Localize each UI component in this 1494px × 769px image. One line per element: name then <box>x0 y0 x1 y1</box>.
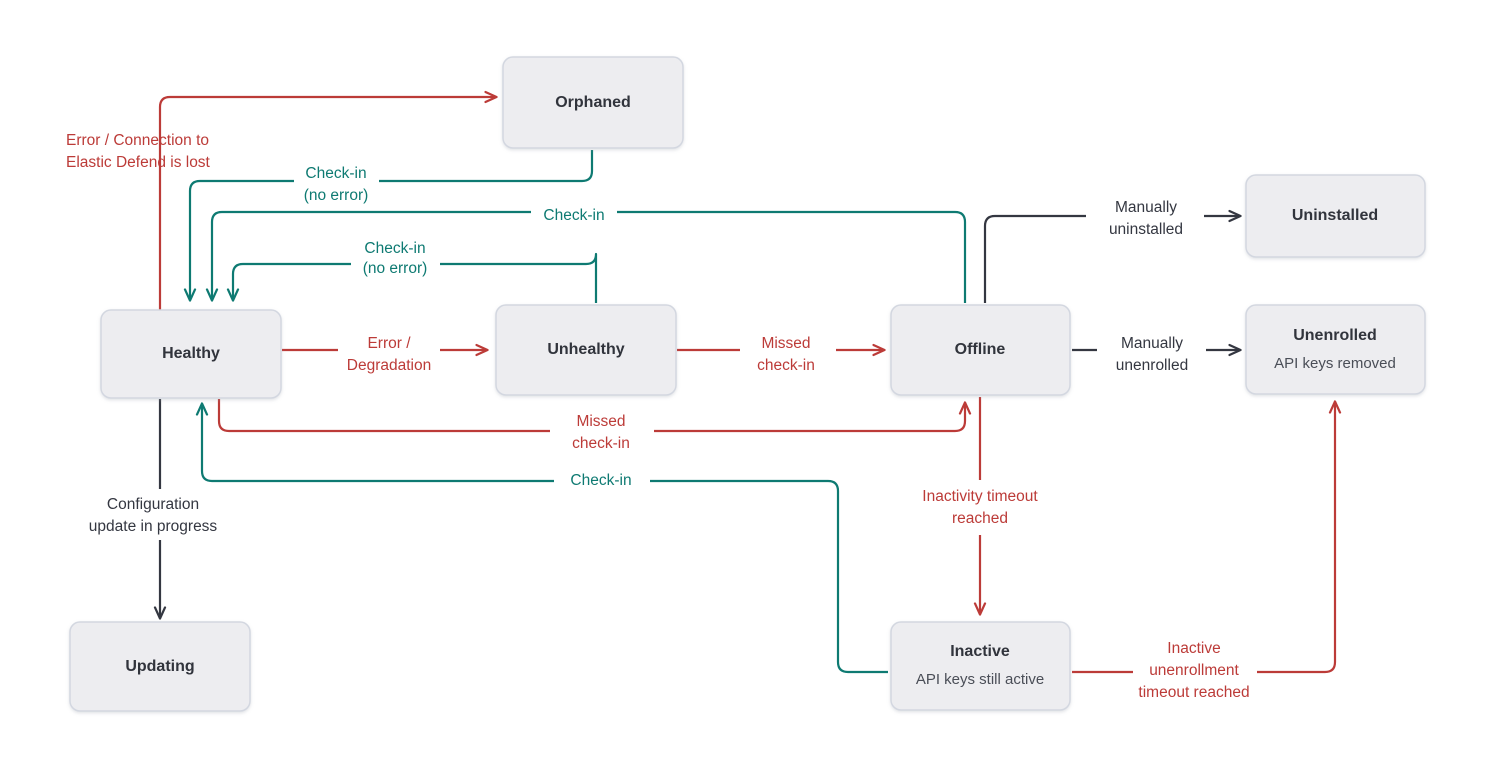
node-updating[interactable]: Updating <box>69 621 251 712</box>
edge-label-inactive-to-unenrolled-line3: timeout reached <box>1138 684 1249 701</box>
node-orphaned[interactable]: Orphaned <box>502 56 684 149</box>
edge-label-unhealthy-to-offline-line2: check-in <box>757 357 815 374</box>
node-unenrolled-subtitle: API keys removed <box>1274 355 1396 372</box>
edge-label-healthy-to-updating-line1: Configuration <box>107 496 199 513</box>
node-offline-box[interactable] <box>890 304 1071 396</box>
edge-label-inactive-to-unenrolled-line1: Inactive <box>1167 640 1220 657</box>
edge-label-healthy-to-updating-line2: update in progress <box>89 518 218 535</box>
edge-labels-layer: Error / Connection to Elastic Defend is … <box>66 132 1250 701</box>
node-healthy-box[interactable] <box>100 309 282 399</box>
node-inactive[interactable]: Inactive API keys still active <box>890 621 1071 711</box>
edge-inactive-to-unenrolled <box>1072 402 1335 674</box>
node-inactive-box[interactable] <box>890 621 1071 711</box>
edge-label-unhealthy-to-healthy-line2: (no error) <box>363 260 428 277</box>
node-unenrolled-box[interactable] <box>1245 304 1426 395</box>
node-orphaned-title: Orphaned <box>555 94 631 111</box>
node-uninstalled[interactable]: Uninstalled <box>1245 174 1426 258</box>
node-updating-box[interactable] <box>69 621 251 712</box>
nodes-layer: Orphaned Healthy Unhealthy Offline Unins… <box>69 56 1426 712</box>
edge-unhealthy-to-healthy <box>233 252 598 303</box>
edge-label-healthy-to-orphaned-line1: Error / Connection to <box>66 132 209 149</box>
edge-label-healthy-to-offline-line1: Missed <box>576 413 625 430</box>
edge-label-healthy-to-unhealthy-line1: Error / <box>367 335 411 352</box>
node-uninstalled-box[interactable] <box>1245 174 1426 258</box>
node-inactive-title: Inactive <box>950 643 1010 660</box>
node-unenrolled[interactable]: Unenrolled API keys removed <box>1245 304 1426 395</box>
node-uninstalled-title: Uninstalled <box>1292 207 1378 224</box>
edge-label-offline-to-uninstalled-line2: uninstalled <box>1109 221 1183 238</box>
edge-label-offline-to-unenrolled-line2: unenrolled <box>1116 357 1188 374</box>
edge-label-inactive-to-unenrolled-line2: unenrollment <box>1149 662 1239 679</box>
edge-label-inactive-to-healthy-line1: Check-in <box>570 472 631 489</box>
node-unhealthy[interactable]: Unhealthy <box>495 304 677 396</box>
node-healthy[interactable]: Healthy <box>100 309 282 399</box>
edge-offline-to-uninstalled <box>983 216 1240 303</box>
edge-label-unhealthy-to-offline-line1: Missed <box>761 335 810 352</box>
node-offline[interactable]: Offline <box>890 304 1071 396</box>
edge-label-healthy-to-unhealthy-line2: Degradation <box>347 357 431 374</box>
edge-label-orphaned-to-healthy-line1: Check-in <box>305 165 366 182</box>
edge-healthy-to-offline <box>217 399 965 433</box>
edge-healthy-to-orphaned <box>158 97 496 330</box>
edge-label-healthy-to-orphaned-line2: Elastic Defend is lost <box>66 154 211 171</box>
edge-label-offline-to-uninstalled-line1: Manually <box>1115 199 1177 216</box>
edge-orphaned-to-healthy <box>190 150 594 300</box>
node-unhealthy-box[interactable] <box>495 304 677 396</box>
node-unenrolled-title: Unenrolled <box>1293 327 1377 344</box>
edge-label-offline-to-inactive-line2: reached <box>952 510 1008 527</box>
edge-label-healthy-to-offline-line2: check-in <box>572 435 630 452</box>
node-inactive-subtitle: API keys still active <box>916 671 1044 688</box>
edge-label-offline-to-unenrolled-line1: Manually <box>1121 335 1183 352</box>
edge-label-offline-to-healthy-line1: Check-in <box>543 207 604 224</box>
node-updating-title: Updating <box>125 658 194 675</box>
edge-offline-to-healthy <box>212 210 967 303</box>
edge-inactive-to-healthy <box>202 404 888 674</box>
node-unhealthy-title: Unhealthy <box>547 341 624 358</box>
edge-label-unhealthy-to-healthy-line1: Check-in <box>364 240 425 257</box>
node-healthy-title: Healthy <box>162 345 220 362</box>
node-orphaned-box[interactable] <box>502 56 684 149</box>
edges-layer <box>158 97 1335 674</box>
edge-label-offline-to-inactive-line1: Inactivity timeout <box>922 488 1038 505</box>
node-offline-title: Offline <box>955 341 1006 358</box>
edge-label-orphaned-to-healthy-line2: (no error) <box>304 187 369 204</box>
